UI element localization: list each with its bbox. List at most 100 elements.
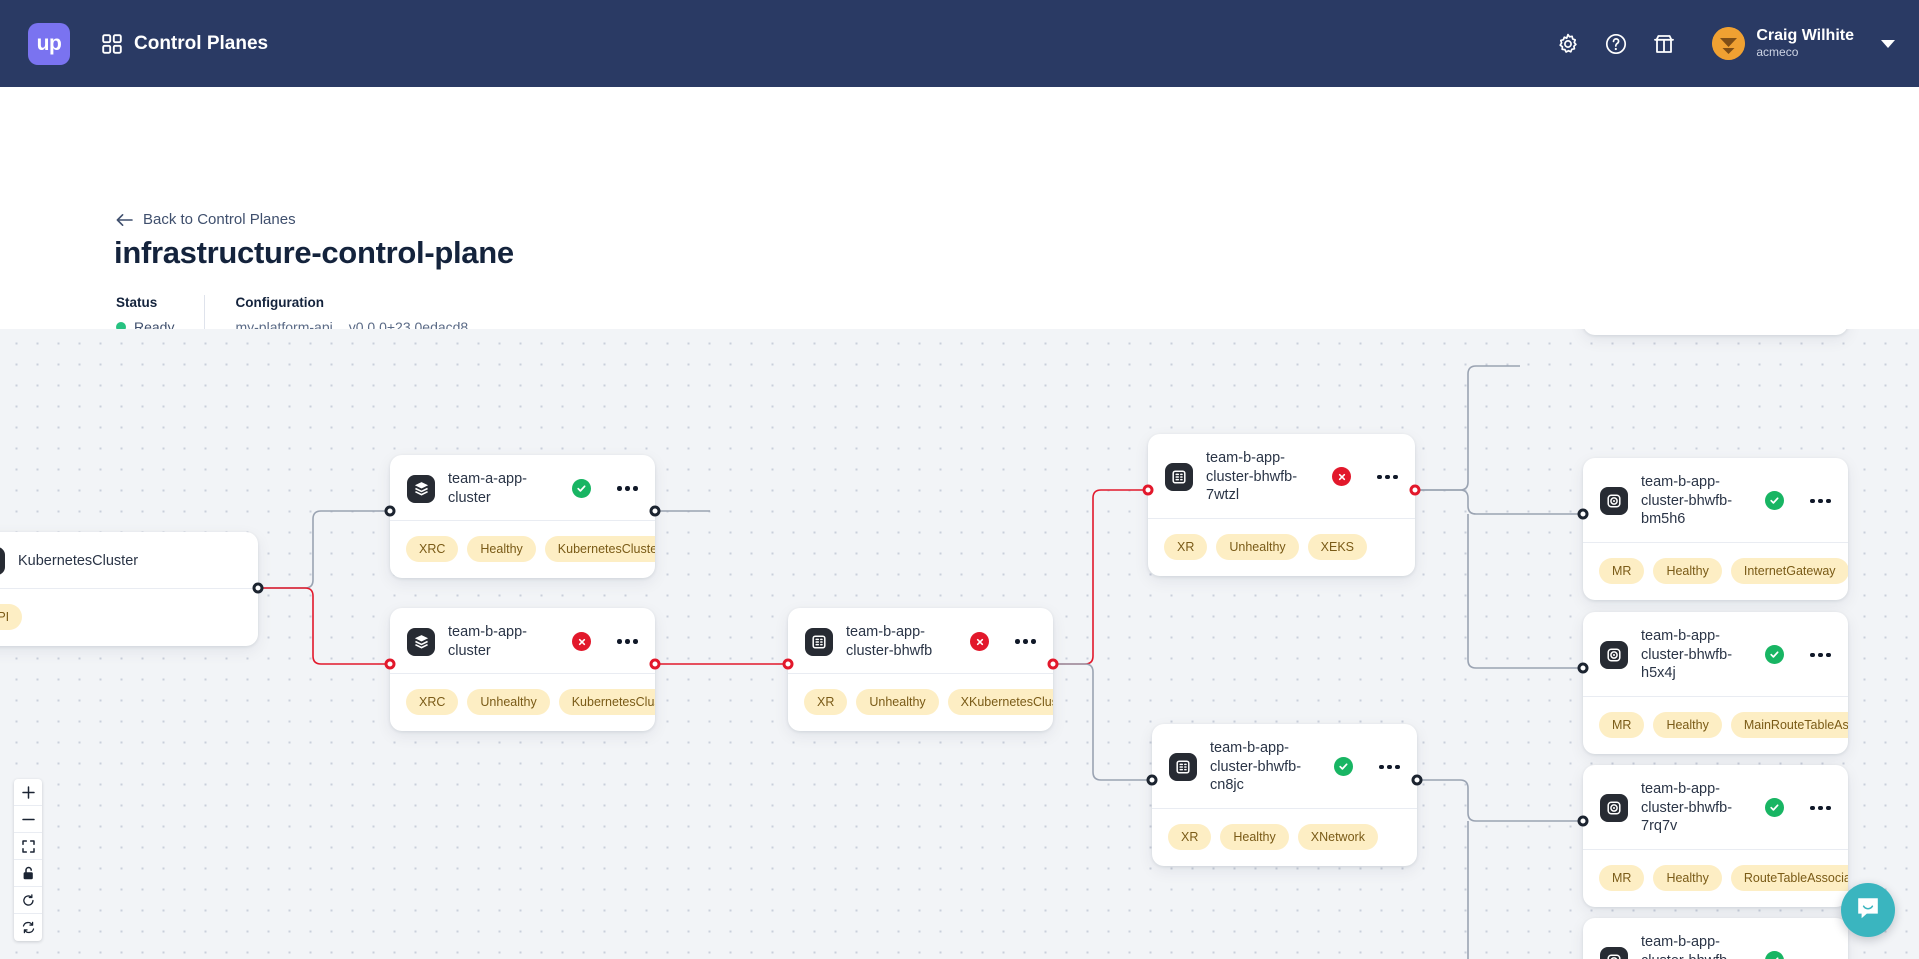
node-tags: XR Healthy XNetwork — [1152, 809, 1417, 866]
node-header: team-b-app-cluster-bhwfb — [788, 608, 1053, 673]
status-badge-healthy — [1765, 798, 1785, 818]
node-tags: API — [0, 589, 258, 646]
node-tag: XKubernetesCluster — [947, 689, 1053, 716]
help-circle-icon[interactable] — [1604, 32, 1628, 56]
node-separator — [0, 588, 258, 589]
user-menu[interactable]: Craig Wilhite acmeco — [1712, 27, 1895, 60]
back-to-control-planes-link[interactable]: Back to Control Planes — [116, 211, 296, 228]
graph-node[interactable]: team-a-app-cluster XRC Healthy Kubernete… — [384, 455, 661, 579]
graph-node[interactable]: team-b-app-cluster-bhwfb-h5x4j MR Health… — [1577, 612, 1848, 754]
back-link-label: Back to Control Planes — [143, 211, 296, 228]
zoom-out-button[interactable] — [14, 806, 42, 833]
node-title: team-b-app-cluster-bhwfb-bm5h6 — [1641, 474, 1733, 528]
graph-node[interactable]: team-b-app-cluster-bhwfb XR Unhealthy XK… — [782, 608, 1059, 732]
resource-graph-canvas[interactable]: K KubernetesCluster API team-a-app-clust… — [0, 329, 1919, 959]
node-tags: XRC Unhealthy KubernetesCluster — [390, 674, 655, 731]
graph-node[interactable]: K KubernetesCluster API — [0, 532, 264, 646]
node-menu-button[interactable] — [1810, 805, 1831, 811]
status-badge-healthy — [572, 479, 592, 499]
node-handle-left[interactable] — [1577, 508, 1589, 520]
status-badge-unhealthy — [970, 632, 990, 652]
support-chat-button[interactable] — [1841, 883, 1895, 937]
upbound-logo[interactable]: up — [28, 22, 70, 65]
arrow-left-icon — [116, 213, 133, 227]
minus-icon — [21, 813, 35, 826]
node-header: team-b-app-cluster-bhwfb-bm5h6 — [1583, 458, 1848, 542]
settings-gear-icon[interactable] — [1556, 32, 1580, 56]
node-handle-left[interactable] — [1577, 662, 1589, 674]
graph-node[interactable]: team-b-app-cluster-bhwfb-cn8jc XR Health… — [1146, 724, 1423, 866]
graph-node-partial[interactable] — [1583, 329, 1848, 335]
chevron-down-icon[interactable] — [1881, 39, 1895, 48]
user-text: Craig Wilhite acmeco — [1756, 27, 1854, 59]
node-title: team-b-app-cluster-bhwfb-8mmkg — [1641, 934, 1732, 959]
node-handle-right[interactable] — [649, 505, 661, 517]
rotate-ccw-icon — [22, 893, 35, 907]
fit-view-button[interactable] — [14, 833, 42, 860]
node-title: KubernetesCluster — [18, 552, 139, 569]
node-menu-button[interactable] — [1379, 764, 1400, 770]
status-label: Status — [116, 295, 158, 310]
sync-icon — [22, 921, 35, 934]
node-handle-right[interactable] — [1047, 658, 1059, 670]
managed-resource-icon — [1600, 946, 1628, 959]
node-menu-button[interactable] — [1810, 652, 1831, 658]
composite-grid-icon — [1165, 462, 1193, 491]
node-header: team-b-app-cluster-bhwfb-7wtzl — [1148, 434, 1415, 518]
node-tag: XR — [1164, 533, 1208, 560]
node-handle-left[interactable] — [1577, 815, 1589, 827]
composite-grid-icon — [805, 627, 833, 656]
node-tag: MR — [1599, 557, 1645, 584]
reset-button[interactable] — [14, 887, 42, 914]
graph-node[interactable]: team-b-app-cluster-bhwfb-bm5h6 MR Health… — [1577, 458, 1848, 600]
node-handle-right[interactable] — [252, 582, 264, 594]
node-handle-left[interactable] — [1142, 484, 1154, 496]
node-menu-button[interactable] — [1810, 498, 1831, 504]
refresh-button[interactable] — [14, 914, 42, 941]
node-tag: XNetwork — [1297, 823, 1378, 850]
node-title: team-b-app-cluster-bhwfb-cn8jc — [1210, 740, 1302, 794]
node-header: team-b-app-cluster-bhwfb-cn8jc — [1152, 724, 1417, 808]
node-handle-right[interactable] — [1409, 484, 1421, 496]
node-handle-left[interactable] — [384, 658, 396, 670]
node-tag: Healthy — [1653, 864, 1722, 891]
node-menu-button[interactable] — [617, 486, 638, 491]
zoom-in-button[interactable] — [14, 779, 42, 806]
graph-node[interactable]: team-b-app-cluster-bhwfb-8mmkg MR Health… — [1583, 918, 1848, 959]
node-handle-right[interactable] — [649, 658, 661, 670]
page-header: Back to Control Planes infrastructure-co… — [0, 87, 1919, 416]
node-tag: RouteTableAssociation — [1730, 864, 1848, 891]
node-tags: MR Healthy RouteTableAssociation — [1583, 850, 1848, 907]
node-tag: Healthy — [467, 536, 536, 563]
status-badge-healthy — [1765, 951, 1785, 959]
node-separator — [390, 673, 655, 675]
node-separator — [1152, 807, 1417, 809]
node-menu-button[interactable] — [1015, 639, 1036, 644]
marketplace-icon[interactable] — [1652, 32, 1676, 56]
node-header: team-b-app-cluster-bhwfb-h5x4j — [1583, 612, 1848, 696]
node-handle-left[interactable] — [1146, 774, 1158, 786]
node-handle-left[interactable] — [782, 658, 794, 670]
graph-node[interactable]: team-b-app-cluster-bhwfb-7rq7v MR Health… — [1577, 765, 1848, 907]
graph-node[interactable]: team-b-app-cluster-bhwfb-7wtzl XR Unheal… — [1142, 434, 1421, 576]
user-org: acmeco — [1756, 44, 1799, 59]
node-tag: MR — [1599, 864, 1645, 891]
status-badge-healthy — [1765, 645, 1785, 665]
node-handle-right[interactable] — [1411, 774, 1423, 786]
node-menu-button[interactable] — [1377, 474, 1398, 480]
nav-title-group[interactable]: Control Planes — [102, 33, 268, 55]
node-separator — [1583, 695, 1848, 697]
node-header: team-b-app-cluster-bhwfb-8mmkg — [1583, 918, 1848, 959]
composite-grid-icon — [1169, 752, 1197, 781]
graph-node[interactable]: team-b-app-cluster XRC Unhealthy Kuberne… — [384, 608, 661, 732]
node-tag: Unhealthy — [1216, 533, 1299, 560]
node-title: team-b-app-cluster — [448, 624, 527, 659]
lock-toggle-button[interactable] — [14, 860, 42, 887]
node-menu-button[interactable] — [617, 639, 638, 644]
managed-resource-icon — [1600, 640, 1628, 669]
node-handle-left[interactable] — [384, 505, 396, 517]
node-tag: XRC — [406, 689, 459, 716]
node-tags: XRC Healthy KubernetesCluster — [390, 521, 655, 578]
canvas-controls — [14, 779, 42, 941]
node-tag: MR — [1599, 711, 1645, 738]
